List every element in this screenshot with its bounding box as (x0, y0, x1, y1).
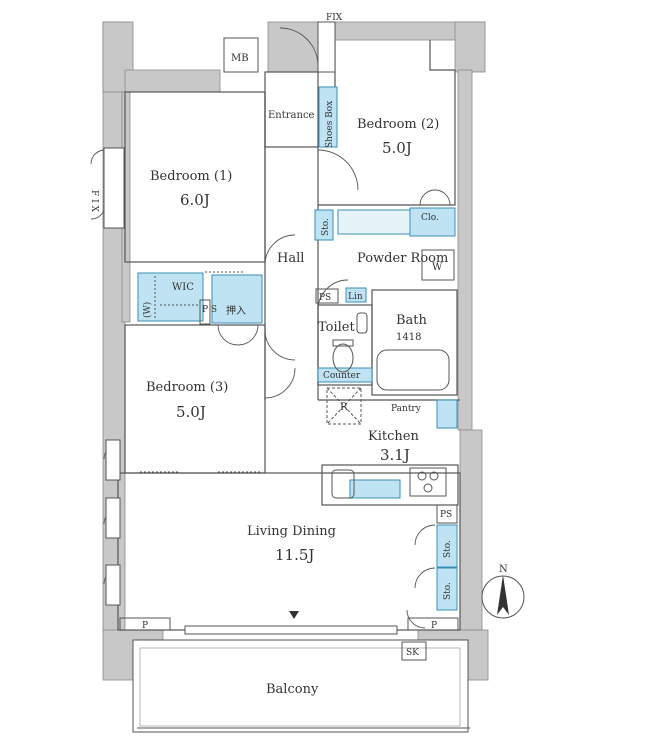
sk-label: SK (406, 648, 419, 658)
entry-marker (289, 611, 299, 619)
sto-ld1-label: Sto. (443, 540, 453, 558)
hall-storage-strip (337, 209, 411, 235)
bedroom3-size: 5.0J (176, 403, 206, 421)
oshiire-label: 押入 (226, 304, 246, 317)
fixtures (119, 37, 459, 661)
pantry-label: Pantry (391, 404, 422, 414)
lin-label: Lin (348, 292, 363, 302)
sto-ld1 (436, 524, 458, 568)
bedroom1-size: 6.0J (180, 191, 210, 209)
ps-ld-label: PS (440, 510, 452, 520)
w-wic-label: (W) (142, 302, 153, 318)
sto-ld2-label: Sto. (443, 582, 453, 600)
bath-label: Bath (396, 313, 428, 328)
storage-areas (137, 86, 458, 611)
bedroom2-size: 5.0J (382, 139, 412, 157)
wic-label: WIC (172, 282, 194, 293)
shoes-box (318, 86, 338, 148)
kitchen-counter-fill (349, 479, 401, 499)
ps-wic-label: P S (202, 305, 217, 315)
balcony (132, 639, 470, 733)
clo-label: Clo. (421, 213, 439, 223)
oshiire (211, 274, 263, 324)
r-label: R (340, 402, 348, 413)
powder-room-label: Powder Room (357, 251, 448, 266)
ps-hall-label: PS (319, 293, 331, 303)
ld-size: 11.5J (275, 546, 314, 564)
w-box-label: W (432, 262, 443, 273)
bedroom1-name: Bedroom (1) (150, 169, 232, 184)
windows (103, 21, 398, 635)
pantry-box (436, 399, 458, 429)
counter-label: Counter (323, 371, 361, 381)
wic-area (137, 272, 204, 322)
mb-label: MB (231, 53, 249, 64)
wic-rails (140, 271, 262, 473)
bath-size-label: 1418 (396, 332, 421, 343)
entrance-label: Entrance (268, 110, 315, 121)
p-left-label: P (142, 621, 148, 631)
toilet-label: Toilet (318, 320, 355, 335)
lin-box (345, 287, 367, 303)
compass-n-label: N (499, 564, 508, 575)
sto-top (314, 209, 334, 241)
ld-name: Living Dining (247, 524, 336, 539)
compass-arrow-icon (497, 575, 509, 615)
balcony-label: Balcony (266, 682, 319, 697)
p-right-label: P (431, 621, 437, 631)
kitchen-name: Kitchen (368, 429, 419, 444)
kitchen-size: 3.1J (380, 446, 410, 464)
compass: N (481, 564, 525, 619)
fix-top-label: FIX (326, 13, 343, 23)
sto-top-label: Sto. (321, 218, 331, 236)
bedroom2-name: Bedroom (2) (357, 117, 439, 132)
clo-box (409, 207, 456, 237)
fix-left-label: F I X (89, 190, 99, 213)
sto-ld2 (436, 567, 458, 611)
bedroom3-name: Bedroom (3) (146, 380, 228, 395)
counter-box (317, 367, 373, 383)
hall-label: Hall (277, 251, 304, 266)
shoes-box-label: Shoes Box (325, 101, 335, 148)
